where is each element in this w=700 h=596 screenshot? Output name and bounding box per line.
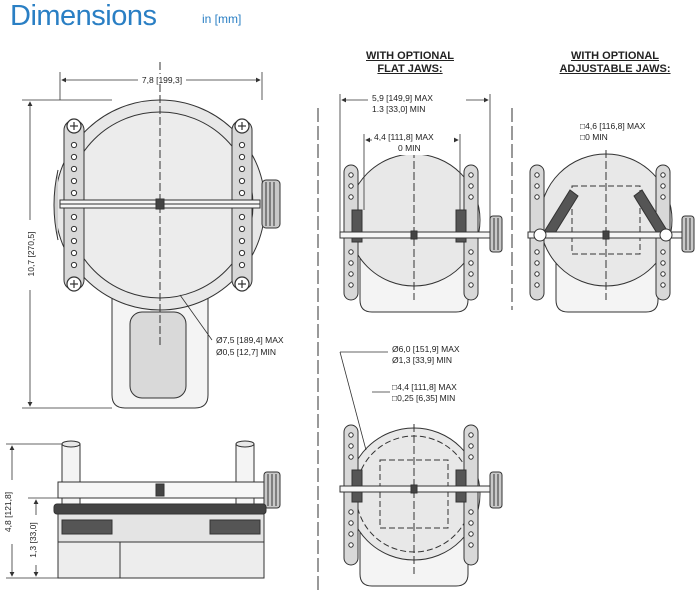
page-title: Dimensions bbox=[10, 0, 157, 32]
square-max-label: □4,4 [111,8] MAX bbox=[392, 382, 457, 392]
adjustable-jaws-heading-line1: WITH OPTIONAL bbox=[571, 50, 659, 62]
side-base-label: 1,3 [33,0] bbox=[28, 522, 38, 557]
unit-label: in [mm] bbox=[202, 12, 242, 26]
round-jaws-view bbox=[339, 424, 503, 587]
flat-jaws-heading-line2: FLAT JAWS: bbox=[377, 63, 443, 75]
main-top-view bbox=[53, 62, 281, 409]
flat-jaws-heading: WITH OPTIONAL FLAT JAWS: bbox=[345, 50, 475, 76]
side-height-label: 4,8 [121,8] bbox=[3, 492, 13, 532]
adjustable-min-label: □0 MIN bbox=[580, 132, 608, 142]
diameter-min-label: Ø0,5 [12,7] MIN bbox=[216, 347, 276, 357]
flat-jaws-view bbox=[339, 150, 503, 313]
flat-jaws-heading-line1: WITH OPTIONAL bbox=[366, 50, 454, 62]
adjustable-jaws-heading-line2: ADJUSTABLE JAWS: bbox=[559, 63, 671, 75]
adjustable-max-label: □4,6 [116,8] MAX bbox=[580, 121, 646, 131]
flat-inner-min-label: 0 MIN bbox=[398, 143, 421, 153]
side-view bbox=[53, 440, 281, 579]
adjustable-jaws-heading: WITH OPTIONAL ADJUSTABLE JAWS: bbox=[540, 50, 690, 76]
top-width-label: 7,8 [199,3] bbox=[142, 75, 182, 85]
flat-max-label: 5,9 [149,9] MAX bbox=[372, 93, 433, 103]
adjustable-jaws-view bbox=[527, 150, 695, 313]
round-max-label: Ø6,0 [151,9] MAX bbox=[392, 344, 460, 354]
total-height-label: 10,7 [270,5] bbox=[26, 232, 36, 277]
round-min-label: Ø1,3 [33,9] MIN bbox=[392, 355, 452, 365]
diameter-max-label: Ø7,5 [189,4] MAX bbox=[216, 335, 284, 345]
square-min-label: □0,25 [6,35] MIN bbox=[392, 393, 455, 403]
flat-min-label: 1.3 [33,0] MIN bbox=[372, 104, 425, 114]
flat-inner-max-label: 4,4 [111,8] MAX bbox=[374, 132, 434, 142]
